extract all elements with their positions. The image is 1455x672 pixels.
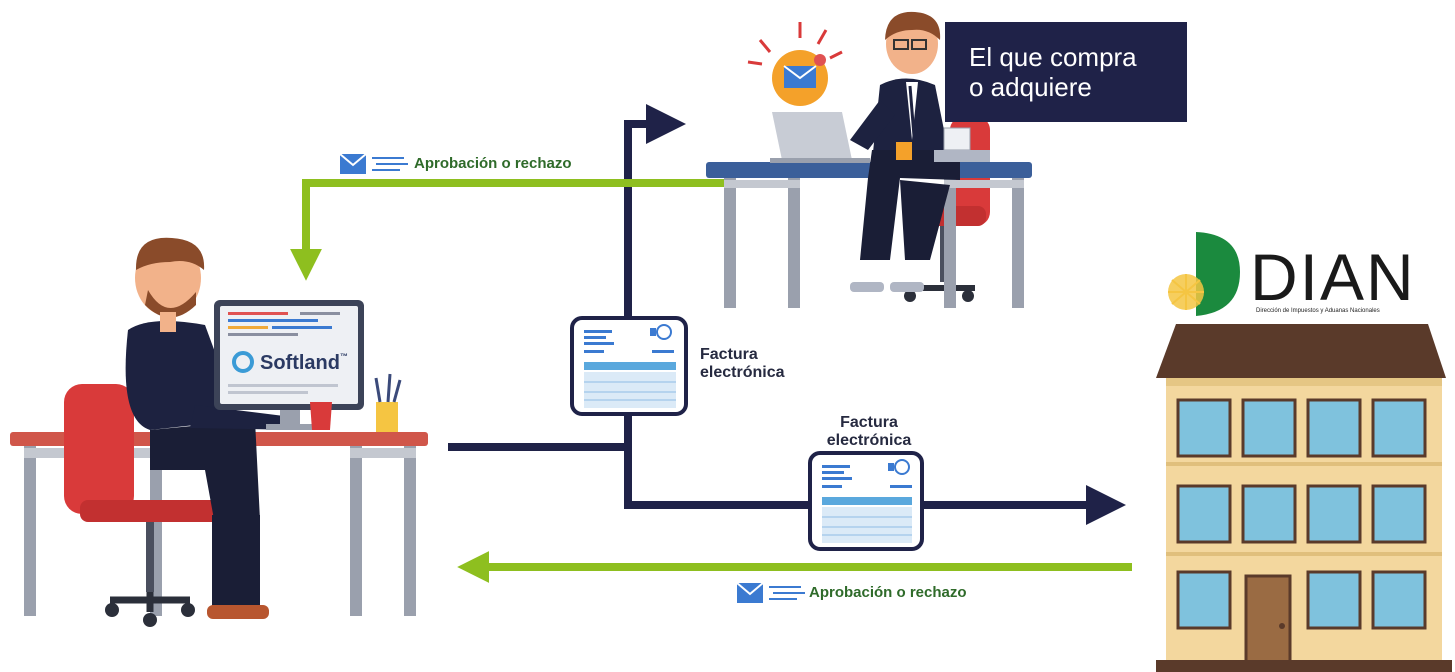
buyer-person — [850, 11, 960, 292]
buyer-banner: El que compra o adquiere — [945, 22, 1187, 122]
arrow-to-dian — [624, 447, 1126, 525]
dian-logo-icon — [1196, 232, 1240, 316]
laptop-icon — [772, 112, 852, 160]
seller-person — [125, 237, 300, 619]
invoice-label-2: Factura electrónica — [817, 414, 921, 450]
approval-label-bottom: Aprobación o rechazo — [809, 584, 967, 601]
seller-monitor — [214, 300, 364, 430]
pencil-cup-icon — [376, 402, 398, 432]
dian-building — [1156, 232, 1452, 672]
buyer-mug-icon — [896, 142, 912, 160]
approval-label-top: Aprobación o rechazo — [414, 155, 572, 172]
invoice-label-1: Factura electrónica — [700, 346, 784, 382]
invoice-document-2 — [808, 451, 924, 551]
seller-chair — [64, 384, 134, 514]
envelope-icon-bottom — [736, 582, 805, 603]
softland-name: Softland — [260, 352, 340, 374]
softland-trademark: ™ — [340, 352, 348, 361]
dian-subtitle: Dirección de Impuestos y Aduanas Naciona… — [1256, 308, 1380, 314]
seller-workstation — [10, 237, 428, 627]
buyer-banner-line2: o adquiere — [969, 72, 1092, 102]
invoice-label-1-line1: Factura — [700, 346, 758, 363]
dian-name: DIAN — [1250, 240, 1416, 314]
envelope-icon-top — [339, 153, 408, 174]
arrow-buyer-approval — [290, 179, 724, 281]
invoice-label-1-line2: electrónica — [700, 364, 785, 381]
invoice-label-2-line1: Factura — [840, 414, 898, 431]
invoice-label-2-line2: electrónica — [826, 432, 912, 449]
buyer-banner-line1: El que compra — [969, 42, 1137, 72]
invoice-document-1 — [570, 316, 688, 416]
buyer-workstation — [706, 11, 1032, 308]
mug-icon — [310, 402, 332, 430]
softland-brand: Softland™ — [260, 352, 348, 375]
softland-logo-icon — [232, 351, 254, 373]
